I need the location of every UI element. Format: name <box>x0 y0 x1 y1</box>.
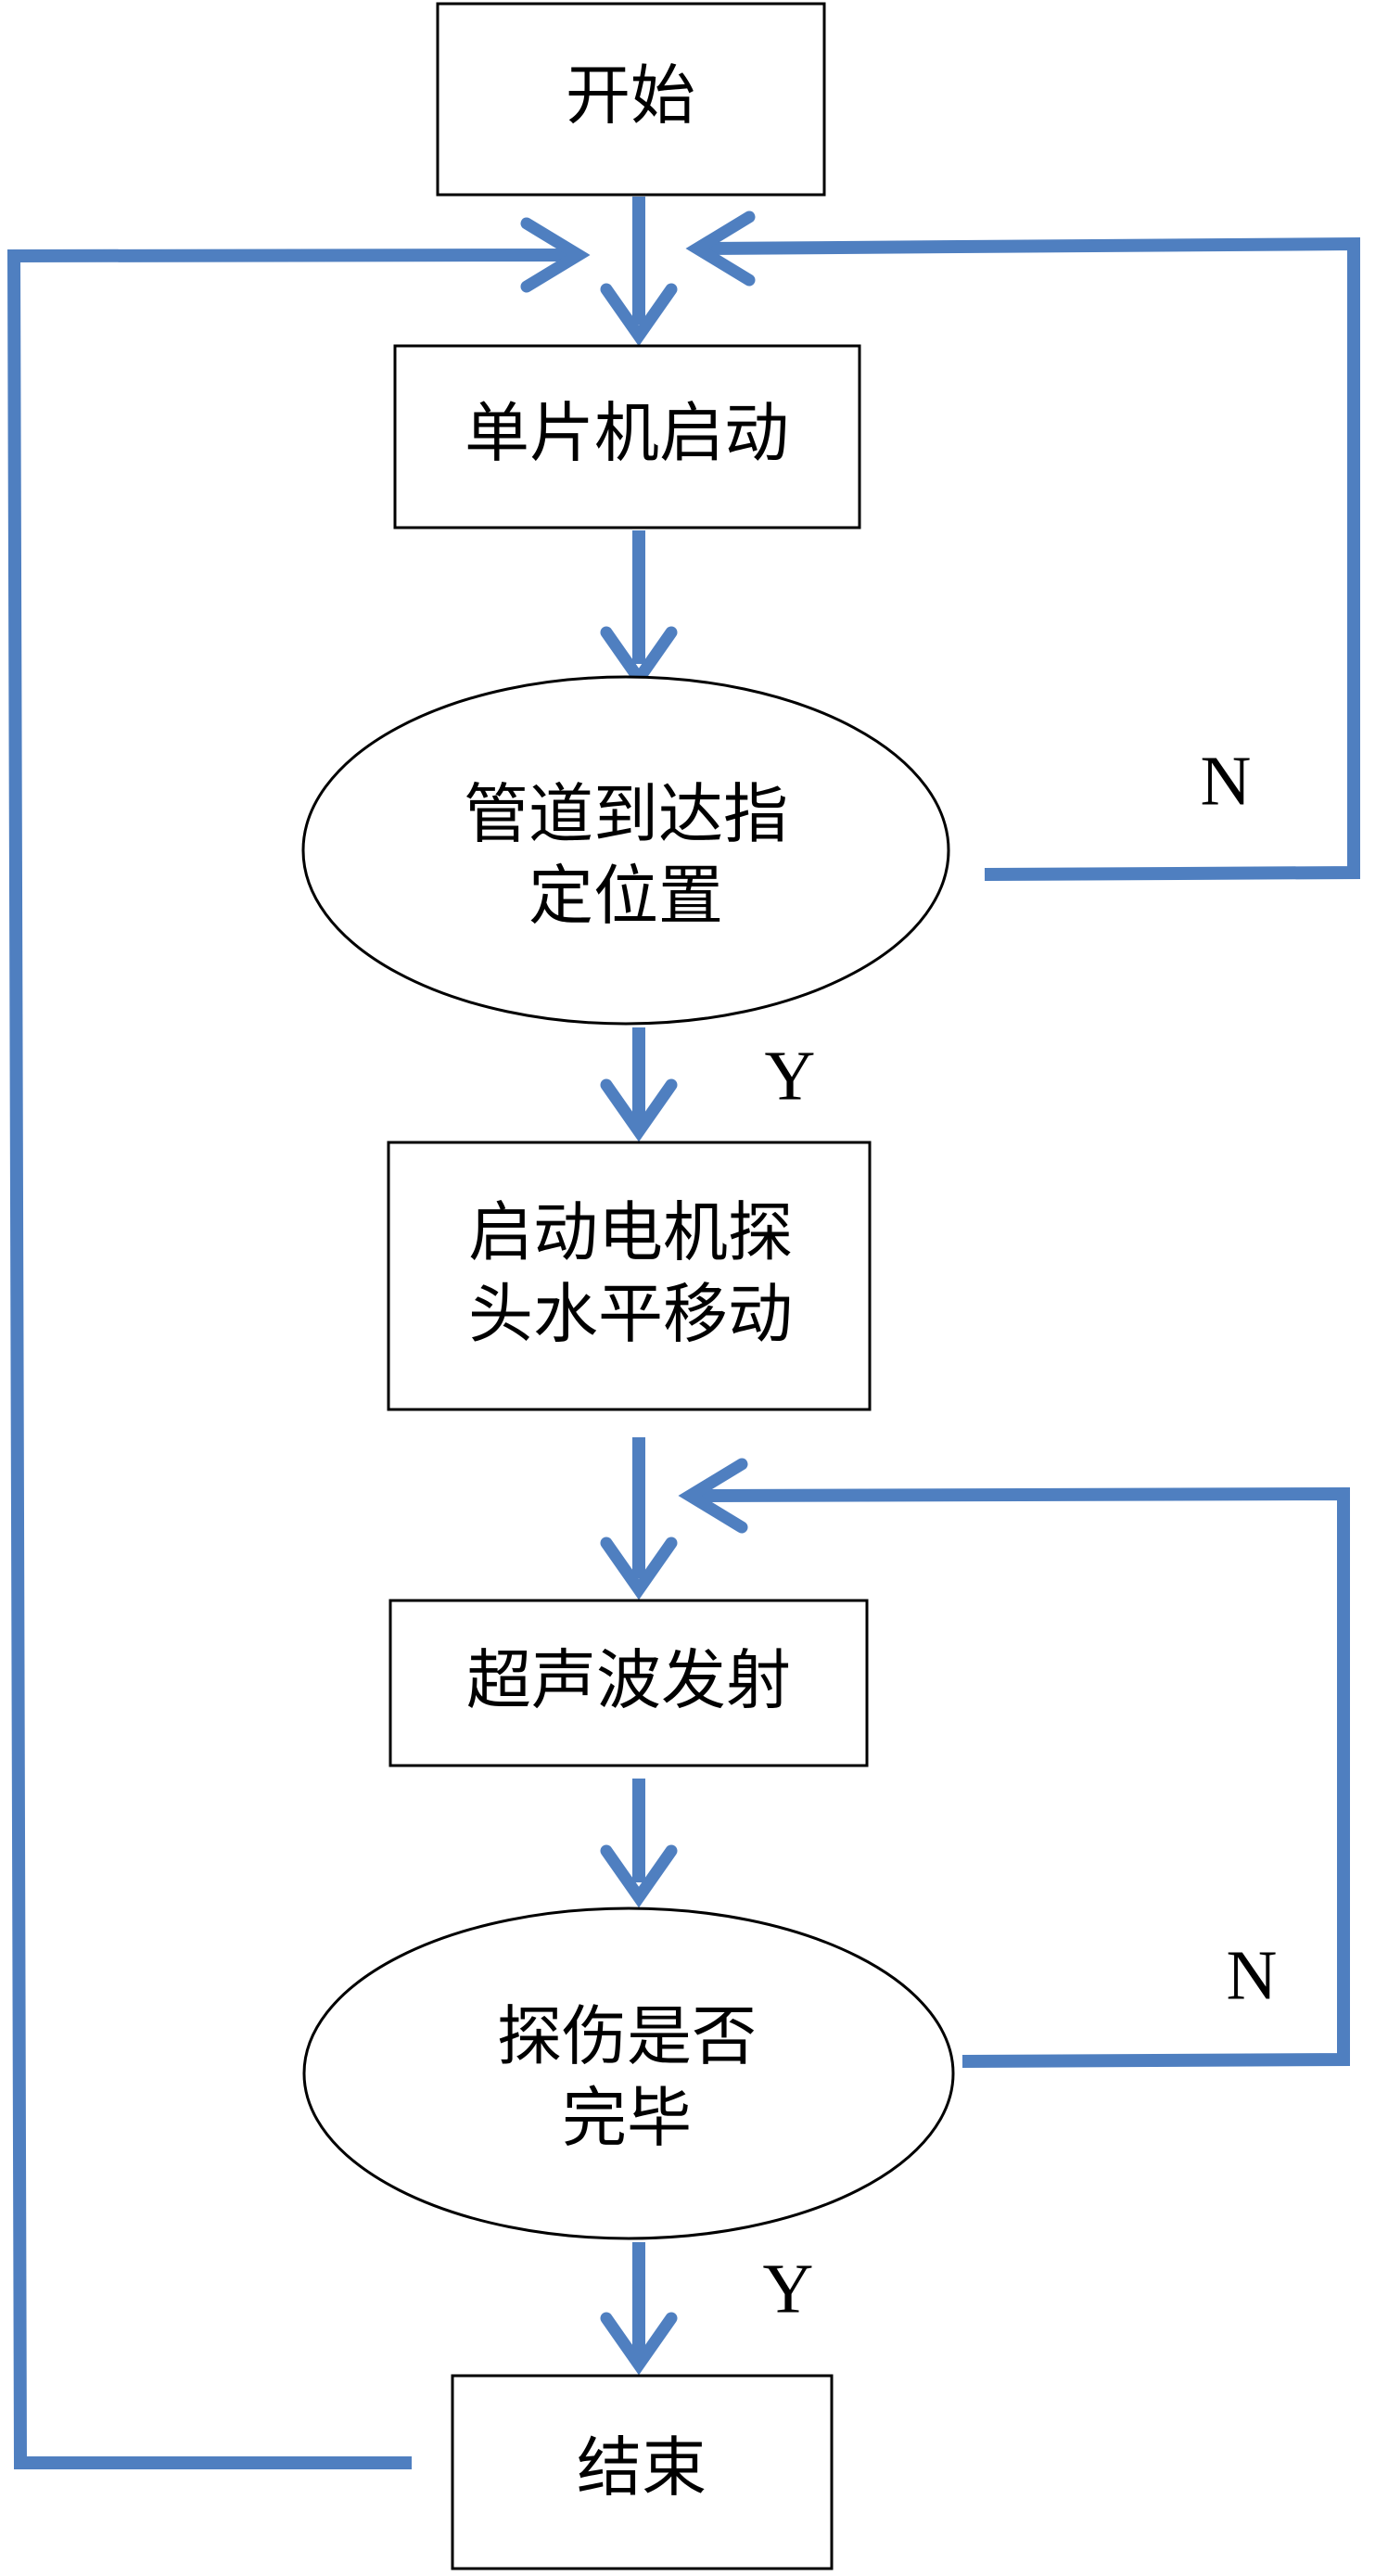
arrowhead-left-icon <box>685 210 756 287</box>
motor-move-label-line-1: 启动电机探 <box>468 1194 793 1270</box>
mcu-start-label: 单片机启动 <box>465 395 789 471</box>
start-box <box>436 2 826 197</box>
inspect-check-ellipse <box>302 1906 955 2240</box>
node-motor-move: 启动电机探 头水平移动 <box>387 1141 872 1411</box>
end-box <box>451 2374 834 2570</box>
arrowhead-down-icon <box>600 283 678 347</box>
loop-inspect-no <box>696 1486 1350 2068</box>
node-mcu-start: 单片机启动 <box>393 344 861 529</box>
inspect-check-label-line-1: 探伤是否 <box>497 1998 757 2074</box>
branch-label-inspect-yes: Y <box>763 2250 814 2327</box>
mcu-start-box <box>393 344 861 529</box>
pipe-check-label-line-1: 管道到达指 <box>464 776 788 852</box>
connectors <box>6 197 1360 2469</box>
motor-move-label-line-2: 头水平移动 <box>468 1276 793 1352</box>
branch-label-pipe-no: N <box>1201 742 1252 820</box>
pipe-check-label-line-2: 定位置 <box>528 858 723 934</box>
arrowhead-down-icon <box>600 2312 678 2376</box>
motor-move-box <box>387 1141 872 1411</box>
end-label: 结束 <box>577 2429 707 2506</box>
arrowhead-down-icon <box>600 1844 678 1908</box>
arrowhead-down-icon <box>600 1078 678 1142</box>
ultrasonic-box <box>388 1599 869 1767</box>
arrowhead-right-icon <box>520 217 591 293</box>
loop-pipe-no <box>704 236 1360 881</box>
inspect-check-label-line-2: 完毕 <box>562 2080 692 2156</box>
branch-label-inspect-no: N <box>1227 1936 1278 2014</box>
node-ultrasonic: 超声波发射 <box>388 1599 869 1767</box>
arrowheads <box>520 210 756 2376</box>
arrowhead-down-icon <box>600 1537 678 1600</box>
node-inspect-check: 探伤是否 完毕 <box>302 1906 955 2240</box>
loop-end-restart <box>6 249 571 2469</box>
start-label: 开始 <box>566 57 695 134</box>
node-end: 结束 <box>451 2374 834 2570</box>
arrowhead-left-icon <box>678 1458 748 1534</box>
branch-label-pipe-yes: Y <box>765 1037 816 1115</box>
node-pipe-check: 管道到达指 定位置 <box>301 675 950 1026</box>
node-start: 开始 <box>436 2 826 197</box>
pipe-check-ellipse <box>301 675 950 1026</box>
ultrasonic-label: 超声波发射 <box>466 1642 791 1718</box>
